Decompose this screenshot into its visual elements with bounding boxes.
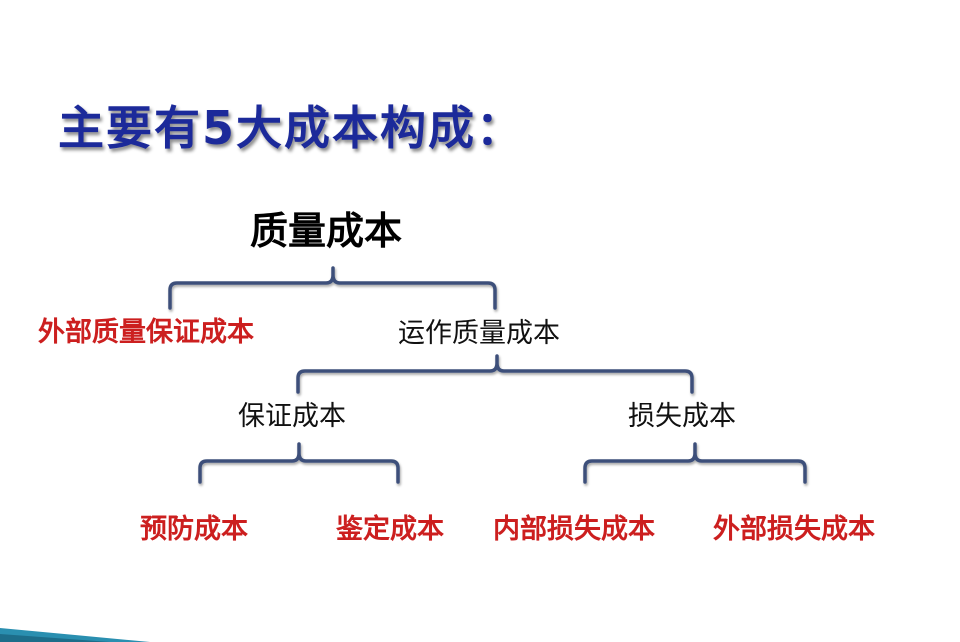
node-internal-failure-cost: 内部损失成本 [493, 514, 655, 545]
slide-title: 主要有5大成本构成： [58, 101, 525, 155]
node-quality-cost: 质量成本 [250, 209, 403, 253]
slide-corner-decoration [0, 628, 150, 642]
node-operating-quality-cost: 运作质量成本 [398, 318, 560, 349]
node-assurance-cost: 保证成本 [238, 401, 346, 432]
assurance-bracket [198, 442, 400, 484]
loss-bracket [583, 442, 807, 484]
node-appraisal-cost: 鉴定成本 [336, 514, 444, 545]
node-loss-cost: 损失成本 [628, 401, 736, 432]
root-bracket [168, 266, 497, 310]
node-external-quality-assurance-cost: 外部质量保证成本 [38, 317, 254, 348]
operating-bracket [296, 354, 694, 394]
node-prevention-cost: 预防成本 [140, 514, 248, 545]
node-external-failure-cost: 外部损失成本 [713, 514, 875, 545]
